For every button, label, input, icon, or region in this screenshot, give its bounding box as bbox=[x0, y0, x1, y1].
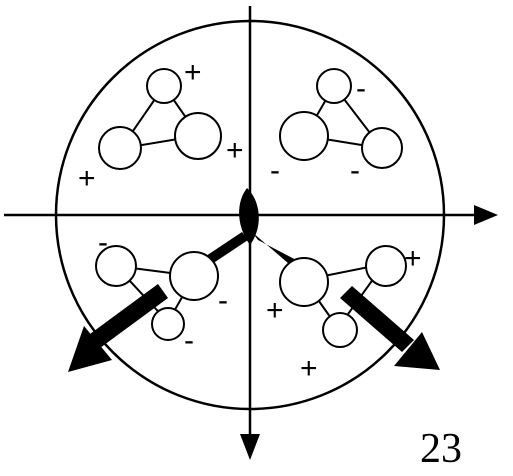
page-number: 23 bbox=[420, 426, 462, 471]
atom bbox=[175, 113, 221, 159]
y-axis-arrowhead bbox=[240, 434, 260, 460]
charge-sign: - bbox=[218, 284, 228, 317]
charge-sign: - bbox=[184, 324, 194, 357]
atom bbox=[170, 252, 218, 300]
charge-sign: + bbox=[266, 294, 284, 327]
charge-sign: + bbox=[300, 352, 318, 385]
atom bbox=[147, 69, 181, 103]
charge-sign: + bbox=[78, 162, 96, 195]
charge-sign: - bbox=[350, 154, 360, 187]
charge-sign: + bbox=[184, 56, 202, 89]
molecule-top-left bbox=[99, 69, 221, 169]
charge-sign: - bbox=[270, 154, 280, 187]
atom bbox=[99, 127, 141, 169]
molecule-top-right bbox=[280, 69, 402, 168]
atom bbox=[366, 246, 406, 286]
charge-sign: + bbox=[404, 242, 422, 275]
atom bbox=[280, 112, 328, 160]
charge-sign: + bbox=[226, 134, 244, 167]
atom bbox=[152, 308, 184, 340]
atom bbox=[362, 128, 402, 168]
atom bbox=[317, 69, 351, 103]
atom bbox=[323, 313, 357, 347]
x-axis-arrowhead bbox=[474, 205, 498, 225]
charge-sign: - bbox=[98, 226, 108, 259]
atom bbox=[280, 258, 328, 306]
charge-sign: - bbox=[356, 72, 366, 105]
